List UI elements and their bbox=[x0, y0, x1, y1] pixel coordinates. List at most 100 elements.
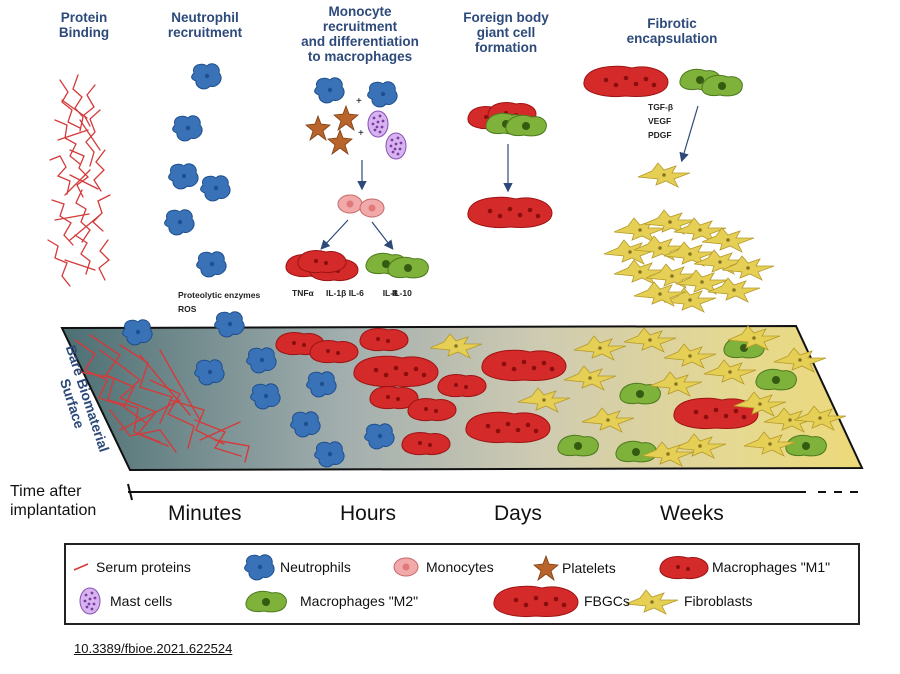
neutrophil-factors: Proteolytic enzymes ROS bbox=[178, 290, 260, 315]
monocyte-cell bbox=[337, 194, 363, 214]
stage-title-monocyte-recruitment: Monocyte recruitment and differentiation… bbox=[280, 4, 440, 64]
mast-cell bbox=[367, 110, 389, 138]
factor-label: Proteolytic enzymes bbox=[178, 290, 261, 300]
neutrophil-cell bbox=[200, 175, 231, 202]
legend-label: Mast cells bbox=[110, 593, 173, 609]
cytokine-label: TNFα bbox=[292, 288, 314, 298]
fbgc-cell bbox=[467, 196, 553, 228]
neutrophil-cell bbox=[250, 383, 281, 410]
macrophage-m2-cell bbox=[615, 440, 657, 463]
cytokine-label: IL-8 bbox=[382, 288, 398, 298]
m1-cytokines: TNFα IL-1β IL-6 IL-8 bbox=[292, 288, 398, 299]
macrophage-m1-cell bbox=[407, 398, 457, 422]
stage-title-protein-binding: Protein Binding bbox=[44, 10, 124, 40]
title-line: encapsulation bbox=[626, 31, 718, 46]
neutrophil-cell bbox=[306, 371, 337, 398]
time-mark-hours: Hours bbox=[340, 502, 397, 525]
neutrophil-cell bbox=[214, 311, 245, 338]
serum-protein-tangle bbox=[47, 74, 111, 287]
legend-label: Platelets bbox=[562, 560, 616, 576]
title-line: and differentiation bbox=[301, 34, 419, 49]
macrophage-m2-cell bbox=[387, 256, 429, 279]
legend-label: Macrophages "M2" bbox=[300, 593, 419, 609]
fibroblast-cell bbox=[637, 162, 691, 188]
m2-cytokine: IL-10 bbox=[392, 288, 412, 299]
title-line: to macrophages bbox=[307, 49, 413, 64]
neutrophil-cell bbox=[168, 163, 199, 190]
fbgc-cell bbox=[583, 65, 669, 97]
time-mark-weeks: Weeks bbox=[660, 502, 724, 525]
legend-item-monocytes: Monocytes bbox=[426, 559, 494, 575]
cytokine-label: IL-1β bbox=[326, 288, 347, 298]
macrophage-m1-cell bbox=[437, 374, 487, 398]
arrow bbox=[679, 105, 699, 163]
factor-label: ROS bbox=[178, 304, 197, 314]
title-line: giant cell bbox=[476, 25, 536, 40]
time-mark-days: Days bbox=[494, 502, 542, 525]
surface-protein-fibers bbox=[74, 334, 250, 463]
time-mark-minutes: Minutes bbox=[168, 502, 242, 525]
mast-cell bbox=[385, 132, 407, 160]
stage-title-neutrophil-recruitment: Neutrophil recruitment bbox=[150, 10, 260, 40]
macrophage-m2-cell bbox=[755, 368, 797, 391]
neutrophil-cell bbox=[172, 115, 203, 142]
neutrophil-cell bbox=[364, 423, 395, 450]
arrow bbox=[371, 221, 394, 250]
macrophage-m2-cell bbox=[701, 74, 743, 97]
doi-link[interactable]: 10.3389/fbioe.2021.622524 bbox=[74, 641, 233, 656]
macrophage-m1-cell bbox=[401, 432, 451, 456]
stage-title-fbgc-formation: Foreign body giant cell formation bbox=[446, 10, 566, 55]
cytokine-label: IL-10 bbox=[392, 288, 412, 298]
legend-item-fbgcs: FBGCs bbox=[584, 593, 630, 609]
legend-label: Fibroblasts bbox=[684, 593, 753, 609]
neutrophil-cell bbox=[122, 319, 153, 346]
stage-title-fibrotic-encapsulation: Fibrotic encapsulation bbox=[612, 16, 732, 46]
legend-item-mast-cells: Mast cells bbox=[110, 593, 172, 609]
legend-item-neutrophils: Neutrophils bbox=[280, 559, 351, 575]
neutrophil-cell bbox=[246, 347, 277, 374]
serum-protein-icon bbox=[73, 563, 89, 571]
legend-label: Serum proteins bbox=[96, 559, 191, 575]
cytokine-label: IL-6 bbox=[348, 288, 364, 298]
legend-label: Neutrophils bbox=[280, 559, 351, 575]
timeline-label-line: implantation bbox=[10, 502, 97, 519]
legend-item-serum-proteins: Serum proteins bbox=[96, 559, 191, 575]
neutrophil-cell bbox=[367, 81, 398, 108]
title-line: Binding bbox=[58, 25, 110, 40]
macrophage-m1-cell bbox=[359, 328, 409, 352]
title-line: Protein bbox=[60, 10, 108, 25]
platelet-cell bbox=[333, 105, 359, 131]
legend-label: Macrophages "M1" bbox=[712, 559, 831, 575]
legend-item-platelets: Platelets bbox=[562, 560, 616, 576]
title-line: recruitment bbox=[322, 19, 398, 34]
factor-label: TGF-β bbox=[648, 102, 674, 112]
neutrophil-cell bbox=[314, 77, 345, 104]
neutrophil-cell bbox=[191, 63, 222, 90]
arrow bbox=[320, 219, 349, 250]
timeline-label: Time after implantation bbox=[10, 482, 96, 520]
platelet-cell bbox=[327, 129, 353, 155]
legend-label: FBGCs bbox=[584, 593, 630, 609]
title-line: Monocyte bbox=[328, 4, 392, 19]
macrophage-m2-cell bbox=[505, 114, 547, 137]
monocyte-cell bbox=[359, 198, 385, 218]
neutrophil-cell bbox=[164, 209, 195, 236]
macrophage-m2-cell bbox=[557, 434, 599, 457]
plus-sign: + bbox=[356, 96, 362, 107]
macrophage-m1-cell bbox=[309, 340, 359, 364]
neutrophil-cell bbox=[290, 411, 321, 438]
fbgc-cell bbox=[353, 355, 439, 387]
neutrophil-cell bbox=[194, 359, 225, 386]
macrophage-m1-cell bbox=[297, 250, 347, 274]
factor-label: PDGF bbox=[648, 130, 672, 140]
neutrophil-cell bbox=[314, 441, 345, 468]
title-line: formation bbox=[474, 40, 538, 55]
legend-box bbox=[64, 543, 860, 625]
timeline-start-tick bbox=[127, 483, 133, 501]
plus-sign: + bbox=[358, 128, 364, 139]
legend-label: Monocytes bbox=[426, 559, 494, 575]
macrophage-m2-cell bbox=[785, 434, 827, 457]
fbgc-cell bbox=[481, 349, 567, 381]
fibroblast-cluster bbox=[603, 209, 775, 313]
